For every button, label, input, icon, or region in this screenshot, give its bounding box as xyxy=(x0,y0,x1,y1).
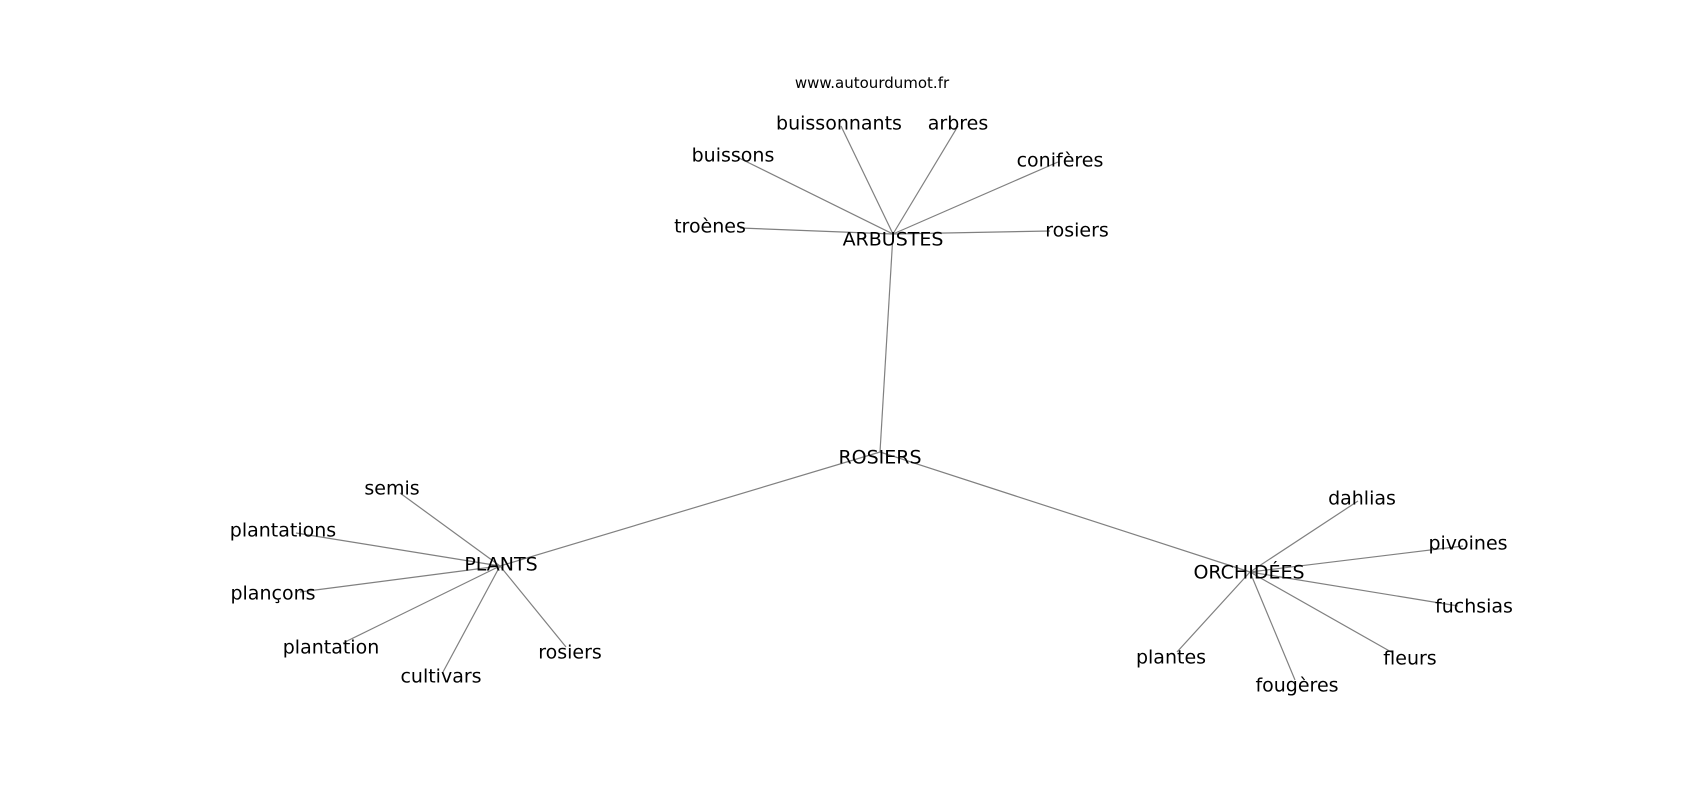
edge-arbustes-arbres xyxy=(892,125,959,235)
edge-orchidees-fleurs xyxy=(1249,571,1394,654)
term-node-arbres[interactable]: arbres xyxy=(928,113,989,135)
term-node-buissonnants[interactable]: buissonnants xyxy=(776,113,902,135)
term-node-pivoines[interactable]: pivoines xyxy=(1428,533,1507,555)
edge-arbustes-coniferes xyxy=(892,161,1059,235)
hub-node-arbustes[interactable]: ARBUSTES xyxy=(843,229,944,251)
term-node-semis[interactable]: semis xyxy=(364,478,419,500)
term-node-fleurs[interactable]: fleurs xyxy=(1383,648,1436,670)
term-node-fuchsias[interactable]: fuchsias xyxy=(1435,596,1513,618)
edge-rosiers_center-orchidees xyxy=(879,451,1251,573)
edge-plants-rosiers_plants xyxy=(499,565,567,648)
edge-arbustes-rosiers_arbustes xyxy=(892,230,1051,235)
hub-node-orchidees[interactable]: ORCHIDÉES xyxy=(1193,561,1304,584)
hub-node-plants[interactable]: PLANTS xyxy=(464,554,537,576)
edge-plants-plancons xyxy=(299,565,501,593)
term-node-rosiers-plants[interactable]: rosiers xyxy=(538,642,602,664)
term-node-plancons[interactable]: plançons xyxy=(230,583,315,605)
term-node-rosiers-arbustes[interactable]: rosiers xyxy=(1045,220,1109,242)
edges-layer xyxy=(295,125,1464,681)
edge-orchidees-fuchsias xyxy=(1249,571,1459,607)
edge-orchidees-dahlias xyxy=(1249,500,1359,573)
edge-orchidees-plantes xyxy=(1176,571,1251,653)
term-node-plantations[interactable]: plantations xyxy=(230,520,336,542)
edge-plants-plantations xyxy=(295,532,501,567)
hub-node-rosiers-center[interactable]: ROSIERS xyxy=(838,447,921,469)
edge-arbustes-troenes xyxy=(739,227,894,235)
edge-plants-semis xyxy=(399,492,501,567)
edge-orchidees-pivoines xyxy=(1249,545,1464,573)
term-node-dahlias[interactable]: dahlias xyxy=(1328,488,1396,510)
edge-plants-plantation xyxy=(342,565,501,644)
term-node-buissons[interactable]: buissons xyxy=(692,145,775,167)
term-node-troenes[interactable]: troènes xyxy=(674,216,746,238)
edge-plants-cultivars xyxy=(442,565,501,673)
term-node-coniferes[interactable]: conifères xyxy=(1017,150,1104,172)
edge-arbustes-buissonnants xyxy=(840,125,894,235)
edge-rosiers_center-arbustes xyxy=(879,233,894,453)
term-node-fougeres[interactable]: fougères xyxy=(1255,675,1338,697)
website-label[interactable]: www.autourdumot.fr xyxy=(795,74,950,92)
edge-rosiers_center-plants xyxy=(499,451,881,567)
labels-layer: ROSIERS ARBUSTES buissonnants arbres buisson… xyxy=(230,113,1513,697)
edge-arbustes-buissons xyxy=(734,155,894,235)
term-node-plantes[interactable]: plantes xyxy=(1136,647,1206,669)
term-node-plantation[interactable]: plantation xyxy=(283,637,380,659)
term-node-cultivars[interactable]: cultivars xyxy=(400,666,481,688)
edge-orchidees-fougeres xyxy=(1249,571,1296,681)
